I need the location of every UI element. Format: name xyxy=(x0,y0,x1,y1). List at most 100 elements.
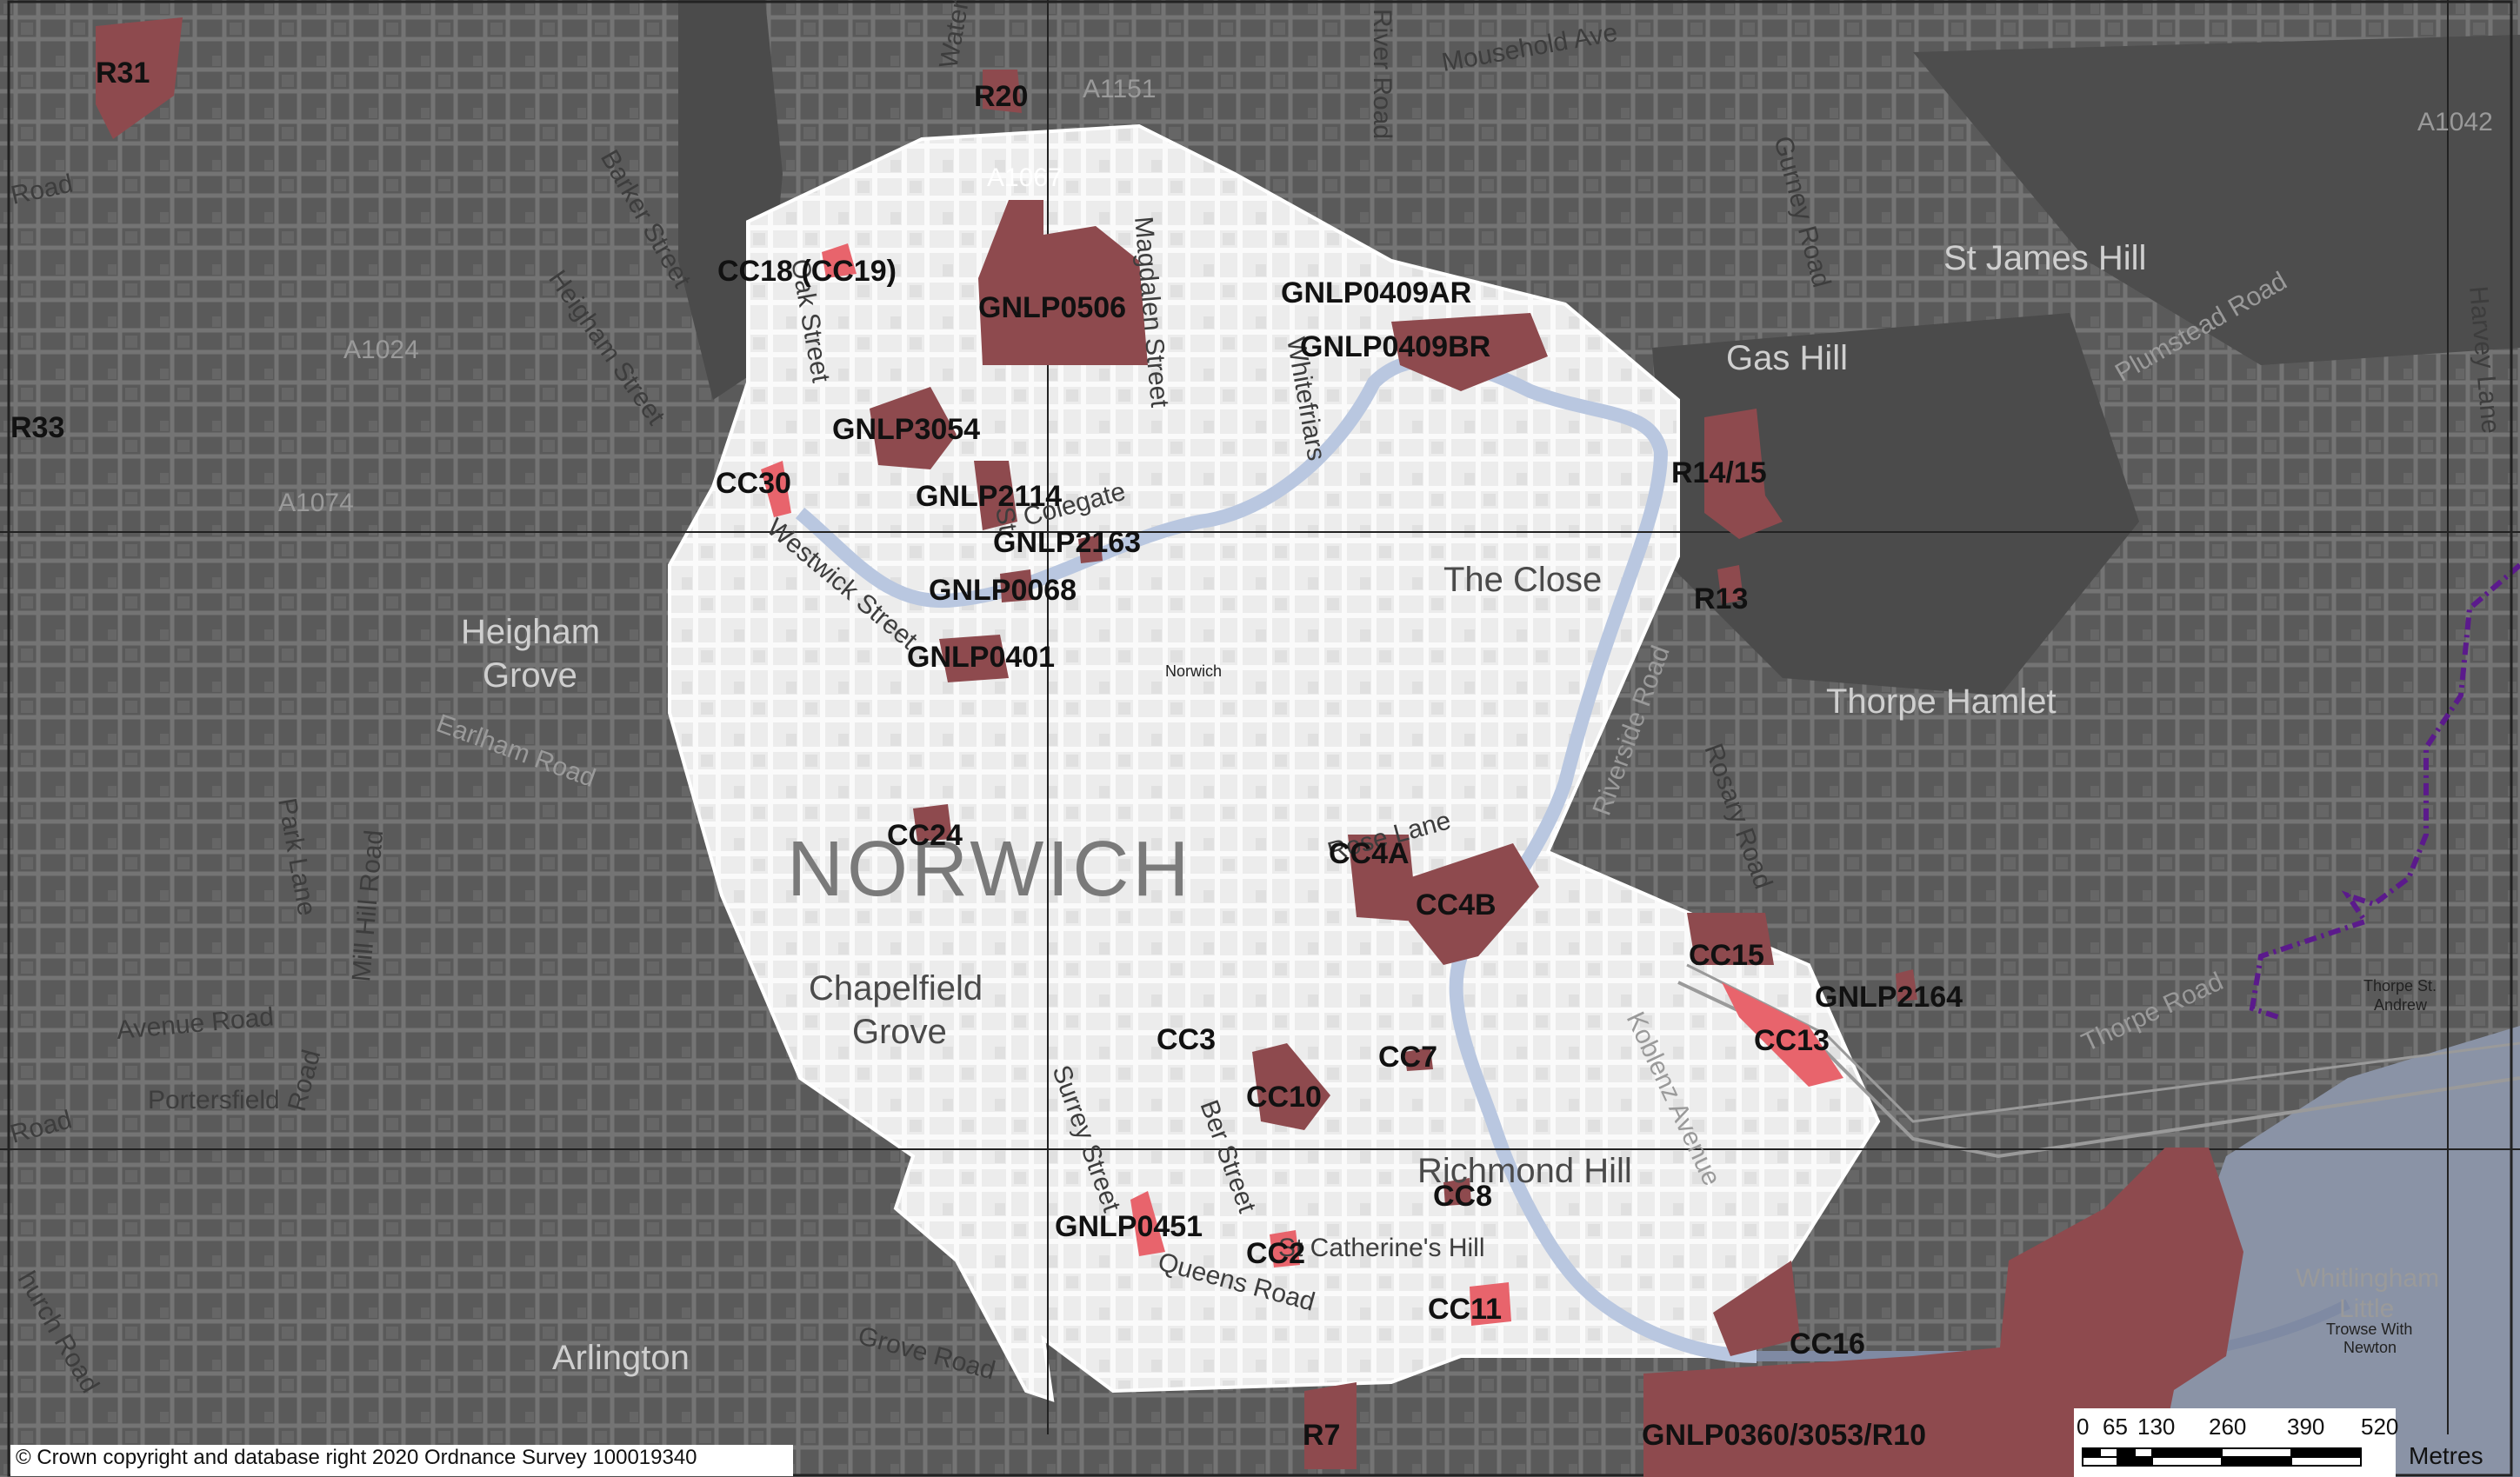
site-label: CC24 xyxy=(887,819,963,852)
site-label: CC18 (CC19) xyxy=(717,255,897,288)
site-GNLP2164[interactable] xyxy=(1896,969,1917,1001)
site-CC8[interactable] xyxy=(1443,1178,1471,1206)
site-GNLP0360[interactable] xyxy=(1643,1148,2243,1477)
site-polygons xyxy=(96,17,2243,1477)
site-CC18[interactable] xyxy=(822,243,857,278)
site-label: CC13 xyxy=(1754,1024,1830,1057)
open-space xyxy=(1652,313,2139,695)
site-label: R33 xyxy=(10,411,64,444)
site-label: R7 xyxy=(1303,1419,1340,1452)
site-GNLP3054[interactable] xyxy=(870,387,957,469)
site-label: CC4A xyxy=(1329,837,1410,870)
scale-tick-label: 130 xyxy=(2137,1414,2175,1440)
site-label: CC11 xyxy=(1428,1293,1502,1326)
site-GNLP0409BR[interactable] xyxy=(1391,313,1548,391)
site-R31[interactable] xyxy=(96,17,183,139)
place-label: Andrew xyxy=(2374,996,2428,1014)
site-R7[interactable] xyxy=(1304,1382,1357,1469)
place-label: Whitlingham xyxy=(2296,1264,2439,1293)
site-label: CC2 xyxy=(1246,1237,1305,1270)
site-CC2[interactable] xyxy=(1270,1230,1300,1267)
site-CC15[interactable] xyxy=(1687,913,1774,965)
site-label: R14/15 xyxy=(1671,456,1767,489)
scale-tick-label: 390 xyxy=(2287,1414,2324,1440)
copyright-background xyxy=(10,1445,793,1476)
site-label: CC15 xyxy=(1689,939,1764,972)
place-label: Grove xyxy=(852,1013,947,1051)
site-label: CC30 xyxy=(716,467,791,500)
scale-tick-label: 520 xyxy=(2361,1414,2398,1440)
site-label: GNLP2163 xyxy=(993,526,1141,559)
city-label: NORWICH xyxy=(787,826,1192,913)
site-CC4A[interactable] xyxy=(1348,835,1417,921)
place-label: The Close xyxy=(1443,561,1602,599)
site-label: R13 xyxy=(1694,582,1748,615)
site-CC10[interactable] xyxy=(1252,1043,1330,1130)
scale-units-label: Metres xyxy=(2409,1442,2483,1469)
site-label: CC16 xyxy=(1790,1327,1865,1361)
road-label: River Road xyxy=(1368,9,1397,139)
site-label: GNLP0451 xyxy=(1055,1210,1203,1243)
place-label: Thorpe St. xyxy=(2363,977,2437,995)
road-label: A1024 xyxy=(343,336,419,364)
scale-segments xyxy=(2082,1447,2362,1467)
place-label: Arlington xyxy=(552,1339,690,1377)
site-R14[interactable] xyxy=(1704,409,1783,539)
road-label: A1074 xyxy=(278,489,354,517)
place-label: Richmond Hill xyxy=(1417,1152,1632,1190)
site-CC13[interactable] xyxy=(1722,982,1843,1087)
scale-tick-label: 0 xyxy=(2077,1414,2089,1440)
place-label: Little xyxy=(2339,1294,2394,1323)
site-label: CC10 xyxy=(1246,1081,1322,1114)
site-CC24[interactable] xyxy=(913,804,952,842)
site-CC16[interactable] xyxy=(1713,1261,1800,1356)
scale-tick-label: 65 xyxy=(2103,1414,2128,1440)
site-label: GNLP0506 xyxy=(978,291,1126,324)
place-label: St Catherine's Hill xyxy=(1278,1234,1484,1262)
site-R13[interactable] xyxy=(1717,565,1743,604)
site-GNLP2163[interactable] xyxy=(1078,535,1103,563)
map-frame xyxy=(7,0,2513,1477)
water-area xyxy=(2157,1026,2520,1477)
site-label: GNLP2164 xyxy=(1815,981,1963,1014)
place-label: Grove xyxy=(483,656,577,695)
site-GNLP2114[interactable] xyxy=(974,461,1017,530)
place-label: Gas Hill xyxy=(1726,339,1848,377)
site-label: R20 xyxy=(974,80,1028,113)
open-space xyxy=(1913,35,2520,365)
site-label: CC8 xyxy=(1433,1180,1492,1213)
site-label: GNLP3054 xyxy=(832,413,980,446)
site-label: GNLP0401 xyxy=(907,641,1055,674)
site-label: GNLP2114 xyxy=(916,480,1062,513)
site-CC30[interactable] xyxy=(761,461,791,517)
copyright-notice: © Crown copyright and database right 202… xyxy=(16,1446,697,1469)
site-GNLP0401[interactable] xyxy=(939,635,1009,682)
site-CC7[interactable] xyxy=(1404,1048,1433,1071)
site-CC11[interactable] xyxy=(1470,1282,1511,1326)
site-R20[interactable] xyxy=(983,70,1022,113)
site-GNLP0506[interactable] xyxy=(978,200,1148,365)
road-label: Portersfield xyxy=(148,1086,280,1114)
site-label: CC3 xyxy=(1157,1023,1216,1056)
site-label: CC4B xyxy=(1416,888,1497,921)
road-label: A1151 xyxy=(1083,75,1157,103)
site-CC4B[interactable] xyxy=(1409,843,1539,965)
parish-boundary xyxy=(2249,562,2520,1020)
place-label: Heigham xyxy=(461,613,600,651)
place-label: Newton xyxy=(2343,1339,2397,1356)
city-centre-area xyxy=(668,123,1881,1402)
place-label: Norwich xyxy=(1165,662,1222,680)
place-label: Thorpe Hamlet xyxy=(1826,682,2057,721)
site-label: GNLP0360/3053/R10 xyxy=(1642,1419,1926,1452)
road-label: St xyxy=(990,504,1023,534)
place-label: Chapelfield xyxy=(809,969,983,1008)
site-label: CC7 xyxy=(1378,1041,1437,1074)
site-GNLP0451[interactable] xyxy=(1130,1191,1165,1256)
scale-bar: 0 65 130 260 390 520 xyxy=(2074,1408,2398,1477)
site-GNLP0068[interactable] xyxy=(1000,569,1033,602)
site-label: GNLP0409BR xyxy=(1300,330,1490,363)
road-label: A1067 xyxy=(987,163,1063,192)
river xyxy=(795,353,1757,1363)
place-label: St James Hill xyxy=(1943,239,2146,277)
